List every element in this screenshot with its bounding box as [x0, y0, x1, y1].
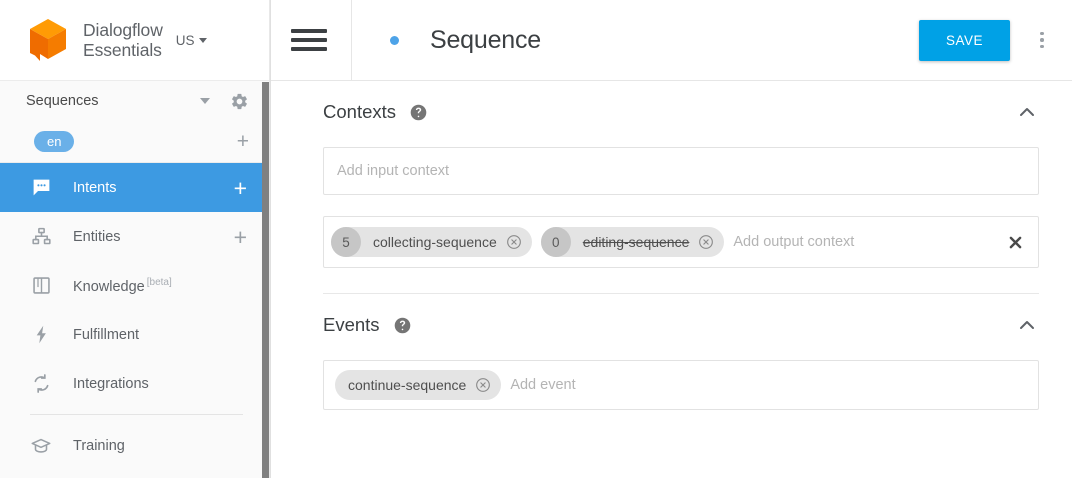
- help-circle-icon[interactable]: [394, 317, 411, 334]
- dialogflow-cube-logo-icon: [26, 17, 70, 63]
- circle-x-icon[interactable]: [475, 377, 491, 393]
- brand-line-1: Dialogflow: [83, 20, 163, 40]
- language-row: en +: [0, 121, 269, 163]
- sidebar-item-knowledge[interactable]: Knowledge[beta]: [0, 261, 269, 310]
- agent-name: Sequences: [26, 93, 99, 109]
- main-panel: Sequence SAVE Contexts: [270, 0, 1072, 478]
- chip-label: collecting-sequence: [373, 234, 497, 250]
- chevron-up-icon[interactable]: [1015, 100, 1039, 124]
- brand-name: Dialogflow Essentials: [83, 20, 163, 60]
- agent-selector-row[interactable]: Sequences: [0, 81, 269, 121]
- output-context-field[interactable]: 5 collecting-sequence 0 editing-sequence: [323, 216, 1039, 268]
- events-field[interactable]: continue-sequence Add event: [323, 360, 1039, 410]
- chip-lifespan-badge[interactable]: 0: [540, 227, 571, 257]
- chip-label: continue-sequence: [348, 377, 467, 393]
- sidebar-item-fulfillment[interactable]: Fulfillment: [0, 310, 269, 359]
- sidebar-item-label: Entities: [73, 228, 121, 245]
- section-divider: [323, 293, 1039, 294]
- book-icon: [30, 275, 52, 297]
- close-x-icon[interactable]: [1007, 234, 1024, 251]
- speech-bubble-icon: [30, 177, 52, 199]
- add-intent-plus-icon[interactable]: +: [233, 174, 247, 201]
- sidebar: Dialogflow Essentials US Sequences en +: [0, 0, 270, 478]
- sync-arrows-icon: [30, 373, 52, 395]
- chevron-up-icon[interactable]: [1015, 313, 1039, 337]
- region-label: US: [175, 32, 195, 48]
- toolbar-divider: [351, 0, 352, 81]
- top-toolbar: Sequence SAVE: [271, 0, 1072, 81]
- hamburger-menu-icon[interactable]: [291, 25, 327, 55]
- brand-header: Dialogflow Essentials US: [0, 0, 269, 81]
- blue-status-dot-icon: [390, 35, 399, 45]
- output-context-chip[interactable]: 5 collecting-sequence: [331, 227, 532, 257]
- caret-down-icon[interactable]: [200, 98, 210, 104]
- sidebar-divider: [30, 414, 243, 415]
- sidebar-item-integrations[interactable]: Integrations: [0, 359, 269, 408]
- chip-lifespan-badge[interactable]: 5: [331, 227, 361, 257]
- region-selector[interactable]: US: [176, 33, 207, 48]
- chip-label: editing-sequence: [582, 234, 690, 250]
- kebab-menu-icon[interactable]: [1032, 27, 1052, 53]
- events-title: Events: [323, 314, 380, 335]
- sidebar-item-label: Training: [73, 437, 125, 454]
- brand-line-2: Essentials: [83, 40, 162, 60]
- sidebar-item-label: Knowledge: [73, 278, 145, 295]
- output-context-chip[interactable]: 0 editing-sequence: [540, 227, 725, 257]
- event-chip[interactable]: continue-sequence: [335, 370, 502, 400]
- sidebar-item-intents[interactable]: Intents +: [0, 163, 269, 212]
- circle-x-icon[interactable]: [506, 234, 522, 250]
- output-context-placeholder: Add output context: [733, 234, 855, 250]
- input-context-field[interactable]: Add input context: [323, 147, 1039, 195]
- caret-down-icon: [198, 37, 207, 43]
- content-area: Contexts Add input context: [271, 81, 1072, 410]
- help-circle-icon[interactable]: [410, 104, 427, 121]
- circle-x-icon[interactable]: [698, 234, 714, 250]
- lightning-bolt-icon: [30, 324, 52, 346]
- save-button[interactable]: SAVE: [918, 19, 1010, 61]
- sidebar-item-label: Fulfillment: [73, 326, 140, 343]
- sidebar-item-label: Intents: [73, 179, 117, 196]
- events-section-header: Events: [323, 294, 1039, 356]
- language-chip-en[interactable]: en: [34, 131, 75, 152]
- sidebar-scrollbar[interactable]: [262, 82, 269, 478]
- add-entity-plus-icon[interactable]: +: [233, 223, 247, 250]
- sidebar-item-entities[interactable]: Entities +: [0, 212, 269, 261]
- input-context-placeholder: Add input context: [337, 163, 450, 179]
- gear-icon[interactable]: [230, 92, 249, 111]
- sidebar-item-training[interactable]: Training: [0, 421, 269, 470]
- contexts-title: Contexts: [323, 101, 397, 122]
- page-title: Sequence: [430, 25, 541, 54]
- contexts-section-header: Contexts: [323, 81, 1039, 143]
- sidebar-item-label: Integrations: [73, 375, 149, 392]
- event-placeholder: Add event: [510, 377, 576, 393]
- graduation-cap-icon: [30, 435, 52, 457]
- sitemap-icon: [30, 226, 52, 248]
- add-language-plus-icon[interactable]: +: [236, 129, 249, 153]
- beta-badge: [beta]: [146, 276, 172, 288]
